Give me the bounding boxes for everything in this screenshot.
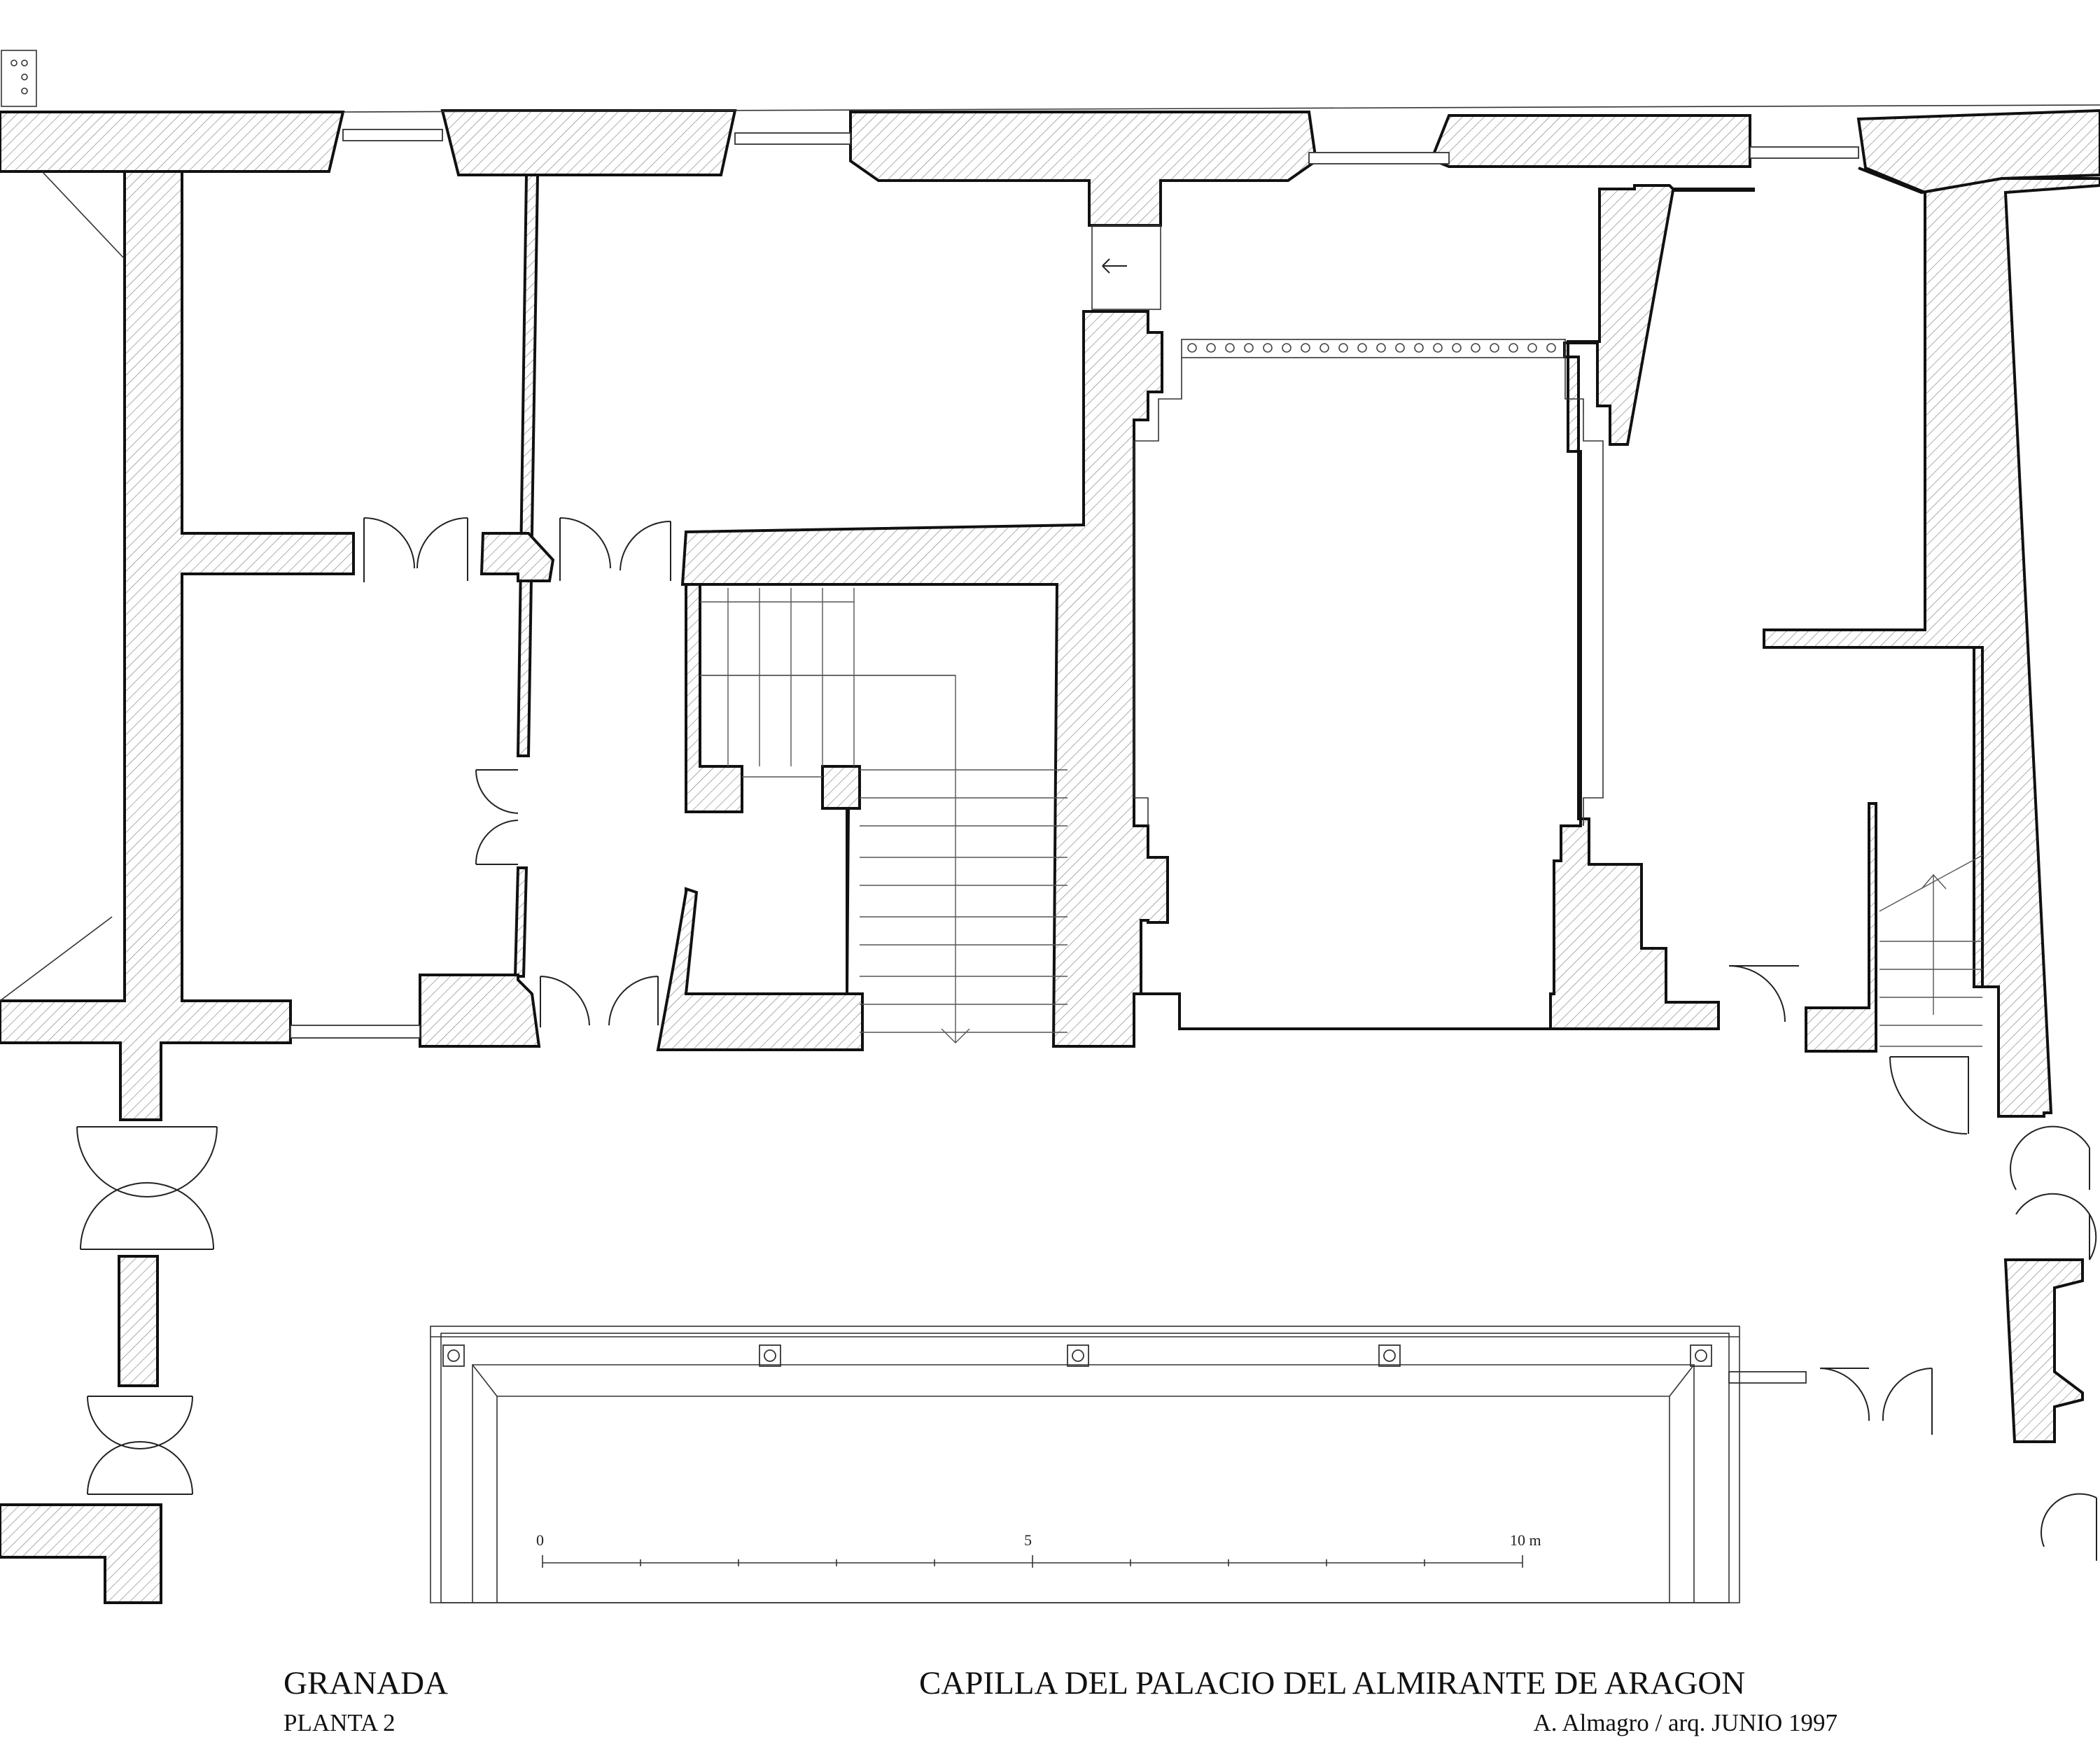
wall-top-3	[849, 111, 1318, 227]
window-bottom-left	[290, 1025, 421, 1039]
wall-partition-upper	[516, 174, 540, 757]
wall-stair-top	[680, 184, 1755, 1048]
chapel-top-door	[1091, 225, 1161, 310]
wall-top-1	[0, 111, 345, 173]
wall-left-pillar	[118, 1255, 159, 1387]
floor-label: PLANTA 2	[284, 1709, 396, 1736]
chapel-room	[1133, 339, 1604, 826]
scale-label-10: 10 m	[1510, 1531, 1541, 1549]
wall-partition-mid	[479, 532, 555, 582]
window-right-lower	[1728, 1371, 1807, 1384]
right-walls	[1728, 167, 2100, 1561]
wall-right-mid	[1805, 802, 1877, 1053]
window-1	[342, 129, 443, 141]
window-4	[1749, 146, 1859, 159]
partition-walls	[419, 174, 555, 1048]
wall-right-corridor	[1763, 167, 2100, 1118]
drawing-title: CAPILLA DEL PALACIO DEL ALMIRANTE DE ARA…	[919, 1665, 1746, 1701]
scale-bar	[542, 1555, 1523, 1568]
gallery-columns	[442, 1344, 1712, 1367]
city-label: GRANADA	[284, 1665, 448, 1701]
stair-treads	[700, 588, 1068, 1044]
right-stair	[1879, 855, 1983, 1047]
lower-gallery	[430, 1326, 1740, 1603]
wall-right-thin	[1973, 646, 1984, 988]
scale-label-5: 5	[1024, 1531, 1032, 1549]
window-3	[1308, 152, 1450, 164]
corner-marker	[1, 50, 37, 107]
left-door-stack	[0, 1126, 218, 1604]
top-wall	[0, 104, 2100, 227]
author-date: A. Almagro / arq. JUNIO 1997	[1533, 1709, 1837, 1736]
column-row	[1187, 343, 1556, 353]
doors-left	[363, 517, 671, 1027]
wall-bottom-left-corner	[0, 1503, 162, 1604]
wall-left-vertical	[0, 170, 355, 1121]
wall-stair-inner-left	[685, 583, 743, 813]
scale-label-0: 0	[536, 1531, 544, 1549]
wall-lower-block	[419, 974, 541, 1048]
wall-stair-landing	[656, 765, 864, 1051]
wall-top-2	[440, 109, 737, 176]
wall-top-4	[1429, 114, 1751, 168]
left-wall-block	[0, 170, 355, 1121]
wall-right-pillar	[2003, 1258, 2084, 1443]
window-2	[734, 132, 851, 145]
stair-enclosure	[656, 184, 1755, 1051]
wall-partition-lower	[513, 866, 528, 978]
